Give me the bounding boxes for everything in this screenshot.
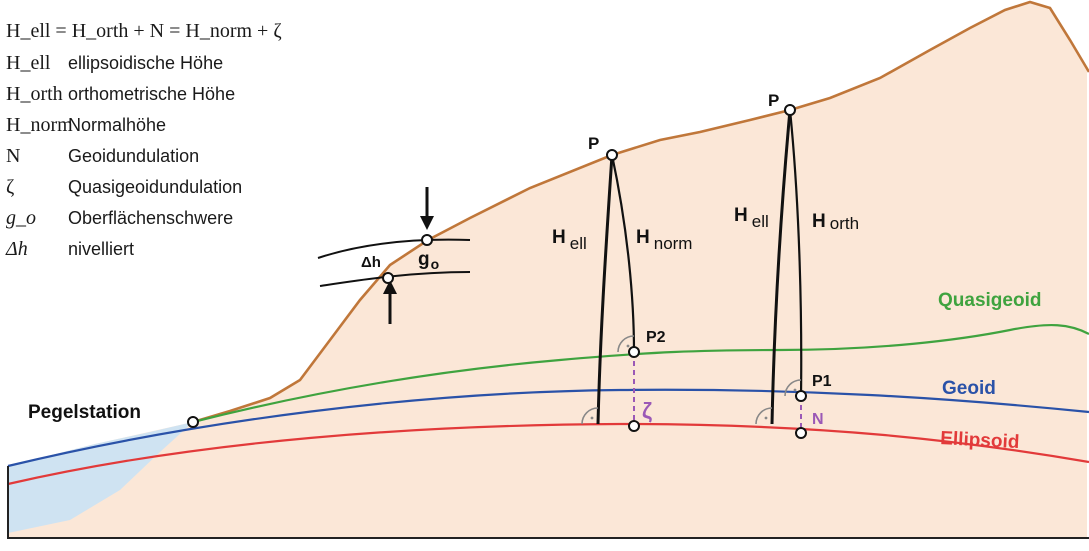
label-p-right: P <box>768 91 779 110</box>
legend-label: Normalhöhe <box>68 115 167 135</box>
point-ellipsoid-right <box>795 427 807 439</box>
h-orth-main: H <box>812 211 826 232</box>
legend-label: ellipsoidische Höhe <box>68 53 224 73</box>
legend-row: N Geoidundulation <box>6 141 336 172</box>
point-p-right <box>784 104 796 116</box>
legend-symbol: Δh <box>6 238 28 260</box>
legend-row: ζ Quasigeoidundulation <box>6 172 336 203</box>
legend-row: g_o Oberflächenschwere <box>6 203 336 234</box>
label-geoid: Geoid <box>942 378 996 399</box>
right-angle-marker <box>755 407 773 425</box>
quasigeoid-line <box>192 323 1089 424</box>
right-angle-marker <box>581 407 599 425</box>
point-ellipsoid-left <box>628 420 640 432</box>
arrow-up-icon <box>383 280 397 324</box>
height-formula: H_ell = H_orth + N = H_norm + ζ <box>6 20 282 42</box>
legend-symbol: N <box>6 145 21 167</box>
terrain-area <box>8 2 1087 538</box>
point-delta-h <box>382 272 394 284</box>
terrain-surface-line <box>192 0 1089 424</box>
point-g0 <box>421 234 433 246</box>
point-p2 <box>628 346 640 358</box>
legend-label: orthometrische Höhe <box>68 84 236 104</box>
legend-row: H_norm Normalhöhe <box>6 110 336 141</box>
legend-symbol: H_norm <box>6 114 73 136</box>
legend-row: Δh nivelliert <box>6 234 336 265</box>
h-norm-sub: norm <box>654 234 693 253</box>
point-pegelstation <box>187 416 199 428</box>
frame-border <box>7 466 1089 539</box>
label-n: N <box>812 411 824 428</box>
h-ell-left-line <box>596 154 614 425</box>
label-p-left: P <box>588 134 599 153</box>
g0-sub: o <box>431 256 440 272</box>
h-orth-sub: orth <box>830 214 859 233</box>
label-g0: go <box>418 249 439 272</box>
h-orth-line <box>788 109 803 397</box>
label-p2: P2 <box>646 329 666 346</box>
legend-row: H_ell ellipsoidische Höhe <box>6 48 336 79</box>
legend-label: nivelliert <box>68 239 135 259</box>
legend-symbol: H_ell <box>6 52 51 74</box>
label-quasigeoid: Quasigeoid <box>938 290 1041 311</box>
right-angle-marker <box>617 335 635 353</box>
h-norm-main: H <box>636 227 650 248</box>
h-ell-left-sub: ell <box>570 234 587 253</box>
legend-label: Quasigeoidundulation <box>68 177 243 197</box>
h-ell-right-sub: ell <box>752 212 769 231</box>
h-ell-right-main: H <box>734 205 748 226</box>
h-ell-right-line <box>770 109 792 425</box>
legend-symbol: g_o <box>6 207 36 229</box>
h-ell-left-main: H <box>552 227 566 248</box>
label-p1: P1 <box>812 373 832 390</box>
legend-symbol: H_orth <box>6 83 63 105</box>
label-zeta: ζ <box>642 398 652 423</box>
right-angle-marker <box>784 379 802 397</box>
point-p1 <box>795 390 807 402</box>
legend-row: H_orth orthometrische Höhe <box>6 79 336 110</box>
legend-symbol: ζ <box>6 176 15 198</box>
sea-area <box>8 422 193 533</box>
arrow-down-icon <box>420 187 434 230</box>
legend-label: Oberflächenschwere <box>68 208 234 228</box>
label-pegelstation: Pegelstation <box>28 402 141 423</box>
leveling-line-upper <box>317 238 471 259</box>
label-delta-h: Δh <box>361 254 381 271</box>
geoid-line <box>7 388 1089 468</box>
label-ellipsoid: Ellipsoid <box>940 428 1020 453</box>
ellipsoid-line <box>7 422 1089 486</box>
point-p-left <box>606 149 618 161</box>
h-norm-line <box>610 154 636 353</box>
g0-main: g <box>418 249 430 270</box>
legend-label: Geoidundulation <box>68 146 200 166</box>
legend: H_ell = H_orth + N = H_norm + ζ H_ell el… <box>6 14 336 265</box>
